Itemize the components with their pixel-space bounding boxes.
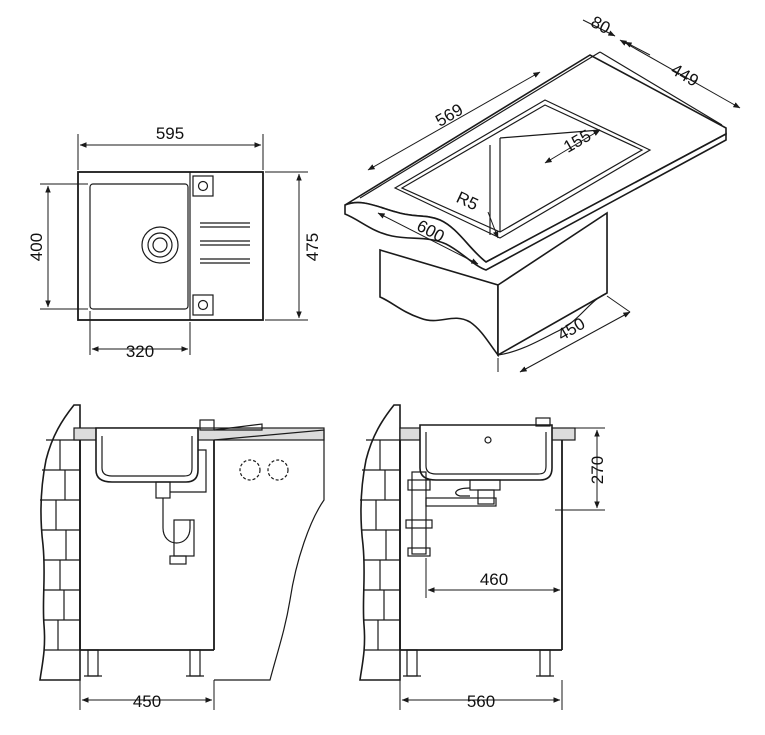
dim-449-label: 449 [668, 60, 702, 91]
dim-595-label: 595 [156, 124, 184, 143]
top-view: 595 400 475 320 [27, 124, 322, 361]
side-view: 450 [39, 404, 325, 711]
dim-80-label: 80 [588, 12, 614, 38]
dim-450-side-label: 450 [133, 692, 161, 711]
dim-460-label: 460 [480, 570, 508, 589]
dim-320-label: 320 [126, 342, 154, 361]
iso-view: 80 449 569 155 R5 600 450 [344, 12, 741, 373]
dim-270-label: 270 [588, 456, 607, 484]
dim-569-label: 569 [432, 100, 466, 131]
front-view: 460 270 560 [359, 404, 607, 711]
dim-560-label: 560 [467, 692, 495, 711]
dim-400-label: 400 [27, 233, 46, 261]
dim-475-label: 475 [303, 233, 322, 261]
